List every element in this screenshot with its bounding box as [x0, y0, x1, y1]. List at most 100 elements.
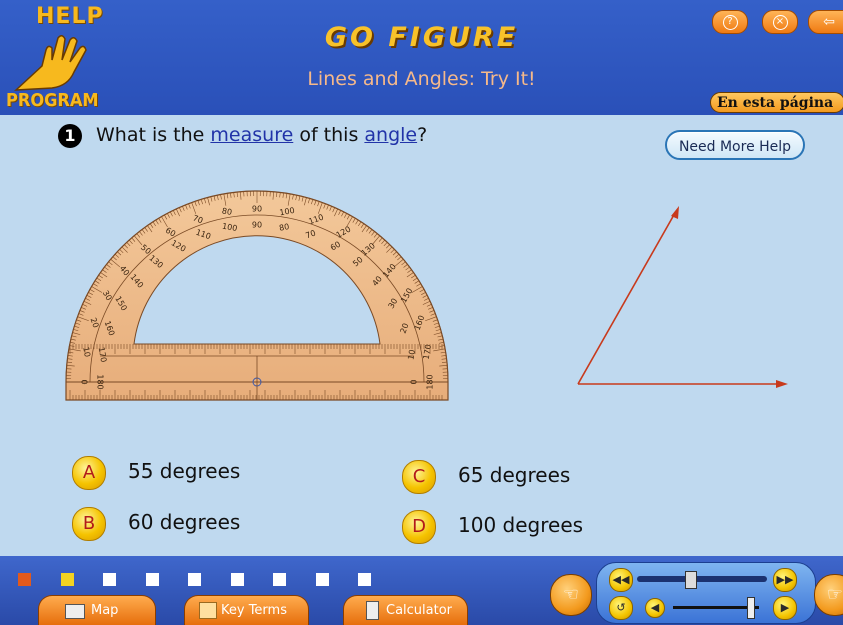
- protractor-outer-label: 70: [192, 213, 205, 225]
- progress-dot[interactable]: [230, 573, 244, 586]
- answer-c-badge[interactable]: C: [402, 460, 436, 494]
- protractor-tick: [361, 225, 367, 233]
- protractor-tick: [433, 332, 442, 335]
- volume-thumb[interactable]: [747, 597, 756, 619]
- protractor-tick: [346, 216, 353, 228]
- protractor-tick: [381, 239, 386, 244]
- language-button[interactable]: En esta página: [710, 92, 843, 113]
- play-button[interactable]: ▶: [773, 596, 797, 620]
- magnifier-icon: [65, 604, 85, 619]
- protractor-tick: [385, 244, 390, 249]
- question-number: 1: [58, 124, 82, 148]
- protractor-tick: [69, 345, 75, 347]
- progress-dot[interactable]: [103, 573, 116, 586]
- protractor-tick: [334, 208, 338, 217]
- protractor-tick: [213, 195, 216, 201]
- protractor-inner-label: 90: [252, 221, 262, 230]
- protractor-inner-label: 100: [221, 222, 238, 234]
- header-bar: HELP PROGRAM GO FIGURE Lines and Angles:…: [0, 0, 843, 115]
- protractor-tick: [136, 233, 141, 238]
- protractor-tick: [425, 316, 437, 322]
- protractor-tick: [96, 277, 102, 281]
- protractor-tick: [83, 301, 92, 305]
- protractor-outer-label: 180: [426, 374, 435, 389]
- progress-dot[interactable]: [18, 573, 31, 586]
- volume-track[interactable]: [673, 606, 759, 609]
- progress-dot[interactable]: [188, 573, 201, 586]
- protractor-tick: [139, 231, 143, 236]
- protractor-tick: [144, 227, 148, 232]
- answer-a-badge[interactable]: A: [72, 456, 106, 490]
- protractor-tick: [311, 199, 314, 205]
- previous-page-button[interactable]: ☜: [550, 574, 592, 616]
- back-button[interactable]: ⇦: [808, 10, 843, 34]
- protractor-tick: [141, 229, 146, 234]
- protractor-tick: [371, 231, 375, 236]
- calculator-tab-label: Calculator: [386, 603, 453, 618]
- progress-dot[interactable]: [60, 573, 74, 586]
- protractor-tick: [82, 304, 88, 307]
- protractor-inner-label: 20: [399, 322, 411, 335]
- replay-button[interactable]: ↺: [609, 596, 633, 620]
- protractor-tick: [119, 249, 124, 254]
- protractor-tick: [272, 191, 274, 200]
- protractor-tick: [371, 235, 381, 246]
- volume-button[interactable]: ◀: [645, 598, 665, 618]
- protractor-tick: [435, 329, 441, 332]
- protractor-tick: [378, 237, 383, 242]
- book-icon: [199, 602, 217, 619]
- protractor-tick: [78, 313, 84, 316]
- progress-dot[interactable]: [273, 573, 286, 586]
- rewind-button[interactable]: ◀◀: [609, 568, 633, 592]
- protractor-tick: [240, 191, 242, 200]
- next-page-button[interactable]: ☞: [814, 574, 843, 616]
- protractor-tick: [397, 256, 402, 261]
- protractor-tick: [207, 197, 210, 206]
- answer-b-badge[interactable]: B: [72, 507, 106, 541]
- protractor-tick: [285, 193, 288, 199]
- progress-dot[interactable]: [358, 573, 371, 586]
- question-suffix: ?: [417, 124, 428, 146]
- answer-d-badge[interactable]: D: [402, 510, 436, 544]
- protractor-tick: [185, 204, 188, 210]
- protractor-tick: [422, 301, 431, 305]
- close-button[interactable]: ×: [762, 10, 798, 34]
- key-terms-tab[interactable]: Key Terms: [184, 595, 309, 625]
- measure-link[interactable]: measure: [210, 124, 294, 146]
- protractor-tick: [403, 264, 408, 268]
- protractor-outer-label: 80: [221, 206, 233, 217]
- protractor-tick: [176, 208, 180, 217]
- progress-dot[interactable]: [315, 573, 329, 586]
- calculator-tab[interactable]: Calculator: [343, 595, 468, 625]
- progress-dot[interactable]: [145, 573, 159, 586]
- protractor-outer-label: 20: [88, 317, 100, 330]
- protractor-tick: [441, 355, 447, 357]
- protractor-tick: [173, 210, 176, 215]
- protractor-tick: [407, 269, 412, 273]
- protractor-tick: [416, 283, 421, 287]
- help-button[interactable]: ?: [712, 10, 748, 34]
- angle-link[interactable]: angle: [364, 124, 418, 146]
- protractor-tick: [100, 272, 108, 278]
- protractor-tick: [287, 193, 291, 206]
- protractor-tick: [326, 204, 329, 210]
- playback-track[interactable]: [637, 576, 767, 582]
- fast-forward-button[interactable]: ▶▶: [773, 568, 797, 592]
- protractor-tick: [282, 192, 284, 198]
- need-more-help-button[interactable]: Need More Help: [665, 130, 805, 160]
- speaker-icon: ◀: [650, 601, 660, 614]
- app-title: GO FIGURE: [324, 22, 519, 53]
- protractor-tick: [434, 325, 440, 328]
- media-player: ◀◀ ▶▶ ↺ ◀ ▶: [596, 562, 816, 624]
- protractor-tick: [73, 329, 79, 332]
- help-program-logo[interactable]: HELP PROGRAM: [6, 4, 103, 111]
- playback-thumb[interactable]: [685, 571, 697, 589]
- protractor-tick: [279, 192, 281, 198]
- protractor-tick: [421, 292, 426, 295]
- protractor-tick: [149, 223, 154, 228]
- protractor-tick: [77, 316, 89, 322]
- map-tab[interactable]: Map: [38, 595, 156, 625]
- protractor-tick: [236, 192, 238, 198]
- protractor-inner-label: 80: [278, 222, 290, 233]
- protractor-tick: [131, 237, 136, 242]
